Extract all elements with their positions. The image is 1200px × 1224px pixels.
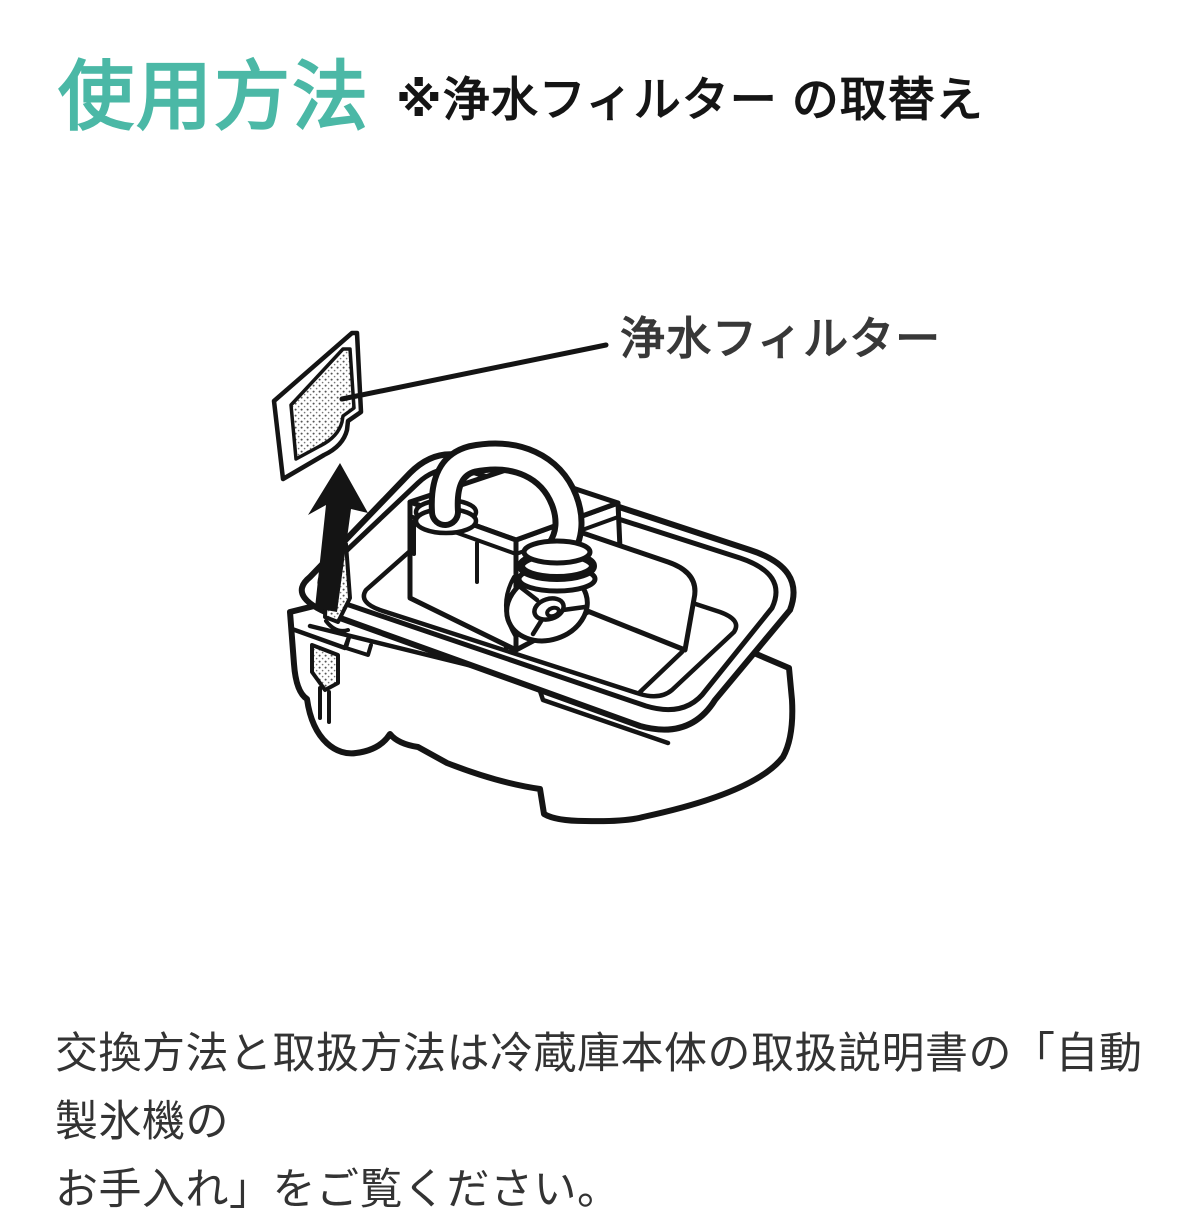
footer-line-2: お手入れ」をご覧ください。	[55, 1166, 621, 1214]
page-title: 使用方法	[58, 55, 370, 140]
filter-sheet	[271, 330, 364, 482]
connector-rings	[516, 538, 598, 594]
page-subtitle: ※浄水フィルター の取替え	[396, 73, 984, 126]
filter-label: 浄水フィルター	[620, 313, 942, 364]
footer-line-1: 交換方法と取扱方法は冷蔵庫本体の取扱説明書の「自動製氷機の	[55, 1030, 1143, 1146]
floor-seam-line	[637, 649, 685, 695]
leader-line	[339, 342, 609, 402]
up-arrow	[308, 463, 368, 612]
pump-wheel	[504, 570, 590, 644]
footer-note: 交換方法と取扱方法は冷蔵庫本体の取扱説明書の「自動製氷機の お手入れ」をご覧くだ…	[55, 1020, 1175, 1224]
wall-clip-tab	[310, 643, 340, 692]
hose	[428, 440, 585, 566]
